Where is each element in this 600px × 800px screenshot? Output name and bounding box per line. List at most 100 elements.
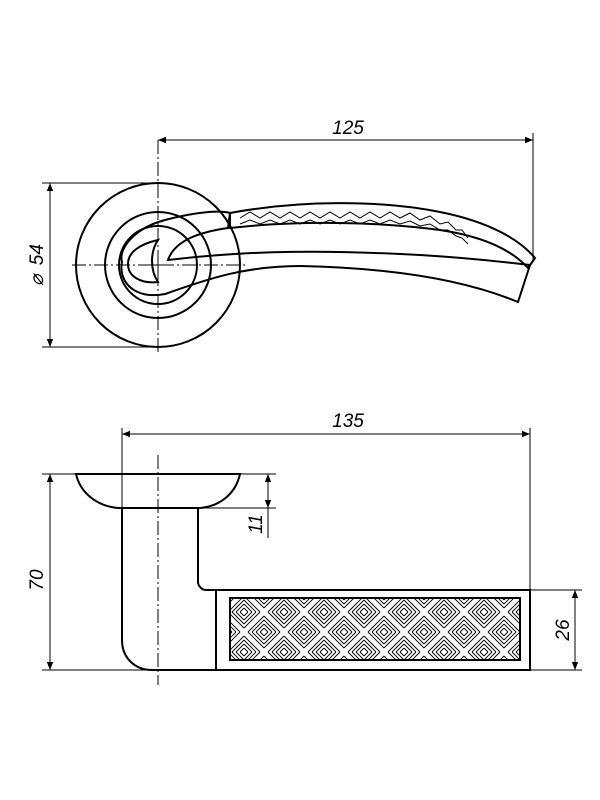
weave-line <box>387 651 397 660</box>
weave-line <box>493 598 505 609</box>
weave-line <box>411 619 425 633</box>
weave-line <box>315 651 325 660</box>
weave-line <box>423 619 437 633</box>
weave-line <box>479 611 485 617</box>
weave-line <box>373 598 385 609</box>
weave-line <box>504 592 508 596</box>
weave-line <box>295 623 305 633</box>
weave-line <box>435 603 445 613</box>
weave-line <box>323 651 329 657</box>
weave-line <box>363 607 369 613</box>
weave-line <box>343 598 347 601</box>
weave-line <box>311 611 325 625</box>
weave-line <box>475 651 485 660</box>
weave-line <box>443 643 453 653</box>
weave-line <box>471 599 485 613</box>
weave-line <box>260 592 264 596</box>
weave-line <box>423 615 441 633</box>
weave-line <box>367 615 385 633</box>
weave-line <box>230 635 245 651</box>
weave-line <box>247 615 265 633</box>
weave-line <box>235 603 245 613</box>
weave-line <box>399 647 405 653</box>
weave-line <box>263 615 281 633</box>
weave-line <box>455 631 465 641</box>
weave-line <box>384 592 388 596</box>
weave-line <box>323 611 333 621</box>
weave-line <box>315 643 325 653</box>
weave-line <box>230 625 237 633</box>
weave-line <box>230 631 233 635</box>
weave-line <box>423 631 437 645</box>
weave-line <box>339 627 345 633</box>
weave-line <box>483 611 501 629</box>
weave-line <box>263 631 281 649</box>
weave-line <box>283 599 297 613</box>
weave-line <box>311 599 325 613</box>
weave-line <box>495 623 505 633</box>
weave-line <box>243 607 249 613</box>
weave-line <box>399 651 405 657</box>
weave-line <box>419 631 425 637</box>
weave-line <box>453 598 465 609</box>
weave-line <box>343 615 361 633</box>
weave-line <box>291 631 305 645</box>
weave-line <box>383 598 395 609</box>
weave-line <box>463 631 477 645</box>
weave-line <box>499 655 505 660</box>
weave-line <box>283 643 293 653</box>
weave-line <box>427 651 437 660</box>
weave-line <box>331 631 345 645</box>
weave-line <box>417 598 425 605</box>
weave-line <box>407 651 417 660</box>
weave-line <box>403 651 409 657</box>
weave-line <box>475 611 485 621</box>
weave-line <box>483 635 501 653</box>
weave-line <box>532 632 544 644</box>
weave-line <box>343 631 361 649</box>
weave-line <box>503 623 513 633</box>
weave-line <box>463 615 481 633</box>
weave-line <box>299 655 305 660</box>
weave-line <box>343 655 349 660</box>
weave-line <box>463 655 469 660</box>
weave-line <box>295 631 305 641</box>
weave-line <box>259 631 265 637</box>
weave-line <box>503 619 517 633</box>
weave-line <box>383 615 401 633</box>
weave-line <box>224 592 228 596</box>
weave-line <box>340 592 344 596</box>
weave-line <box>443 611 461 629</box>
top-view: 125 ⌀ 54 <box>27 118 537 355</box>
weave-line <box>483 651 493 660</box>
weave-line <box>423 598 427 601</box>
weave-line <box>407 615 425 633</box>
weave-line <box>355 651 365 660</box>
weave-line <box>503 655 509 660</box>
weave-line <box>363 639 377 653</box>
weave-line <box>507 651 517 660</box>
weave-line <box>459 631 465 637</box>
weave-line <box>503 631 513 641</box>
weave-line <box>359 647 365 653</box>
weave-line <box>423 631 429 637</box>
weave-line <box>483 611 497 625</box>
weave-line <box>463 598 471 605</box>
weave-line <box>267 651 277 660</box>
weave-line <box>475 603 485 613</box>
weave-line <box>253 598 265 609</box>
weave-line <box>303 598 311 605</box>
weave-line <box>483 651 489 657</box>
weave-line <box>235 643 245 653</box>
weave-line <box>423 598 431 605</box>
weave-line <box>471 651 481 660</box>
weave-line <box>511 603 520 613</box>
weave-line <box>307 651 317 660</box>
weave-line <box>403 647 409 653</box>
weave-line <box>259 655 265 660</box>
weave-line <box>443 647 449 653</box>
weave-line <box>423 598 435 609</box>
weave-line <box>311 651 321 660</box>
weave-line <box>435 643 445 653</box>
weave-line <box>461 598 465 601</box>
